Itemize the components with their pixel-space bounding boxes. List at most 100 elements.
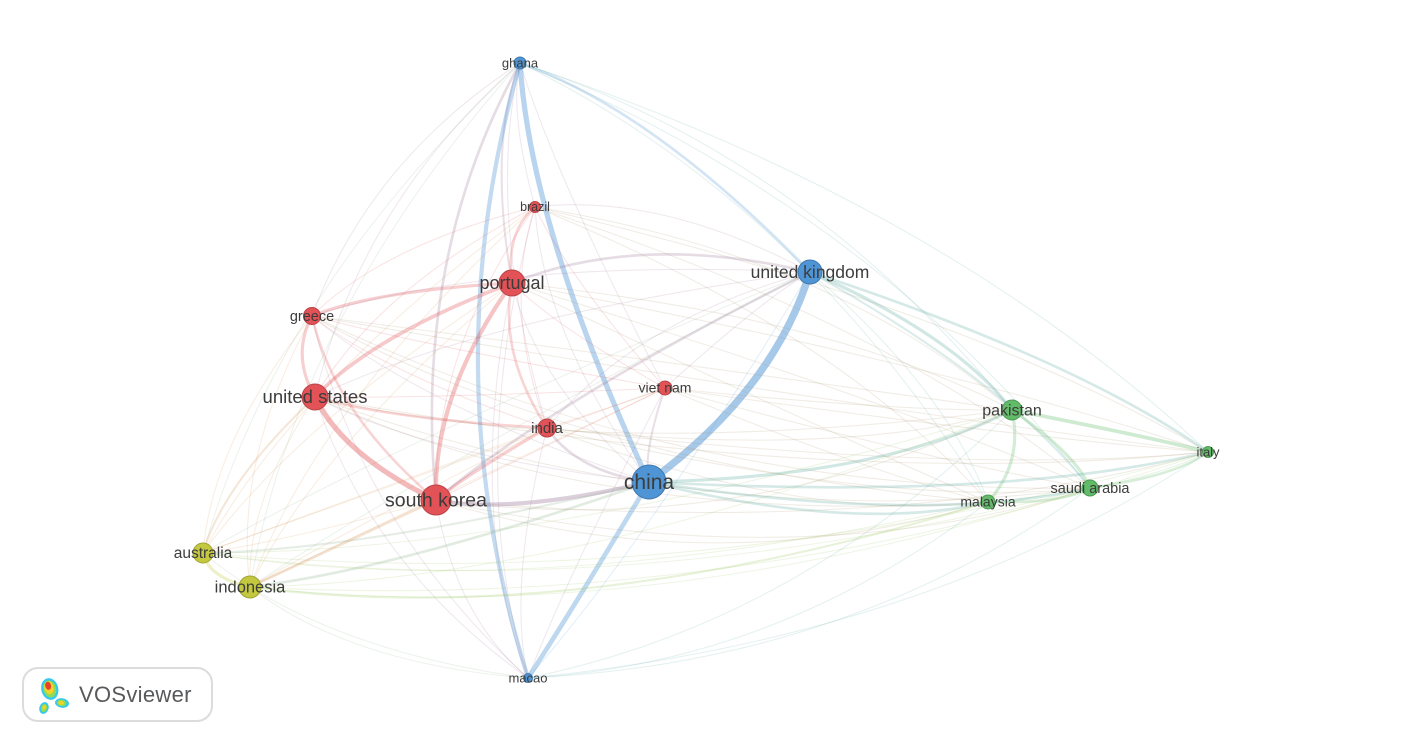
edge (546, 427, 989, 507)
edge (202, 387, 666, 554)
edge (311, 206, 536, 317)
edge (527, 409, 1013, 679)
edge (519, 62, 666, 389)
edge (534, 206, 1091, 489)
edge (246, 315, 313, 588)
edge (500, 61, 522, 285)
node-ghana[interactable] (513, 56, 527, 70)
edge (314, 396, 989, 507)
edge (647, 480, 1092, 507)
node-india[interactable] (537, 418, 557, 438)
edge (664, 387, 1013, 411)
edge (507, 281, 549, 430)
node-portugal[interactable] (498, 269, 526, 297)
node-label-macao: macao (508, 670, 547, 685)
node-australia[interactable] (192, 542, 214, 564)
node-italy[interactable] (1202, 446, 1214, 458)
edge (664, 387, 1091, 489)
edge (510, 253, 812, 285)
node-united-kingdom[interactable] (797, 259, 823, 285)
edge (808, 270, 1014, 412)
node-label-indonesia: indonesia (215, 578, 286, 596)
edge (249, 62, 521, 588)
edge (475, 60, 531, 681)
edge (534, 206, 666, 389)
edges-layer (201, 60, 1210, 681)
edge (249, 586, 529, 679)
edge (314, 206, 536, 398)
edge (249, 396, 316, 588)
edge (202, 315, 313, 554)
edge (520, 206, 548, 429)
edge (311, 315, 1091, 489)
edge (202, 206, 536, 554)
edge (202, 409, 1013, 554)
node-united-states[interactable] (301, 383, 329, 411)
edge (311, 315, 529, 679)
edge (519, 62, 1013, 411)
edge (1010, 408, 1210, 454)
node-pakistan[interactable] (1001, 399, 1023, 421)
edge (527, 271, 811, 679)
edge (430, 61, 522, 502)
edge (314, 271, 811, 398)
node-label-united-kingdom: united kingdom (751, 262, 870, 282)
node-macao[interactable] (523, 673, 533, 683)
edge (435, 451, 1209, 514)
edge (202, 427, 548, 554)
edge (647, 408, 1014, 484)
edge (248, 498, 438, 589)
node-label-malaysia: malaysia (960, 494, 1015, 510)
edge (525, 479, 652, 681)
node-label-viet-nam: viet nam (639, 380, 692, 396)
edge (249, 409, 1013, 588)
edge (435, 487, 1091, 538)
edge (249, 451, 1209, 592)
vosviewer-logo: VOSviewer (22, 667, 213, 722)
edge (506, 62, 548, 429)
edge (314, 396, 1209, 464)
edge (435, 409, 1013, 511)
edge (647, 480, 990, 516)
node-greece[interactable] (303, 307, 321, 325)
node-indonesia[interactable] (238, 575, 262, 599)
edge (313, 395, 549, 430)
edge (311, 315, 1013, 411)
edge (987, 451, 1209, 503)
edge (534, 206, 989, 503)
edge (534, 206, 650, 483)
edge (314, 396, 650, 483)
node-brazil[interactable] (529, 201, 541, 213)
edge (202, 282, 513, 554)
node-label-china: china (624, 471, 675, 494)
edge (519, 62, 1091, 489)
edge (511, 282, 666, 389)
edge (664, 387, 1209, 453)
edge (527, 487, 1091, 679)
edge (519, 62, 989, 503)
node-label-south-korea: south korea (385, 489, 487, 511)
edge (311, 315, 650, 483)
edge (433, 479, 652, 507)
edge (311, 315, 1209, 453)
edge (664, 271, 811, 389)
node-saudi-arabia[interactable] (1081, 479, 1099, 497)
edge (312, 394, 439, 503)
edge (249, 487, 1091, 598)
node-malaysia[interactable] (980, 494, 996, 510)
node-south-korea[interactable] (420, 484, 452, 516)
node-viet-nam[interactable] (657, 380, 673, 396)
edge (986, 408, 1017, 504)
edge (511, 282, 650, 483)
node-china[interactable] (631, 464, 667, 500)
edge (546, 427, 1209, 461)
node-label-portugal: portugal (479, 273, 544, 293)
edge (491, 282, 529, 679)
edge (202, 501, 989, 572)
edge (311, 62, 521, 317)
edge (511, 282, 1013, 411)
node-label-italy: italy (1196, 444, 1220, 459)
edge (202, 451, 1209, 564)
